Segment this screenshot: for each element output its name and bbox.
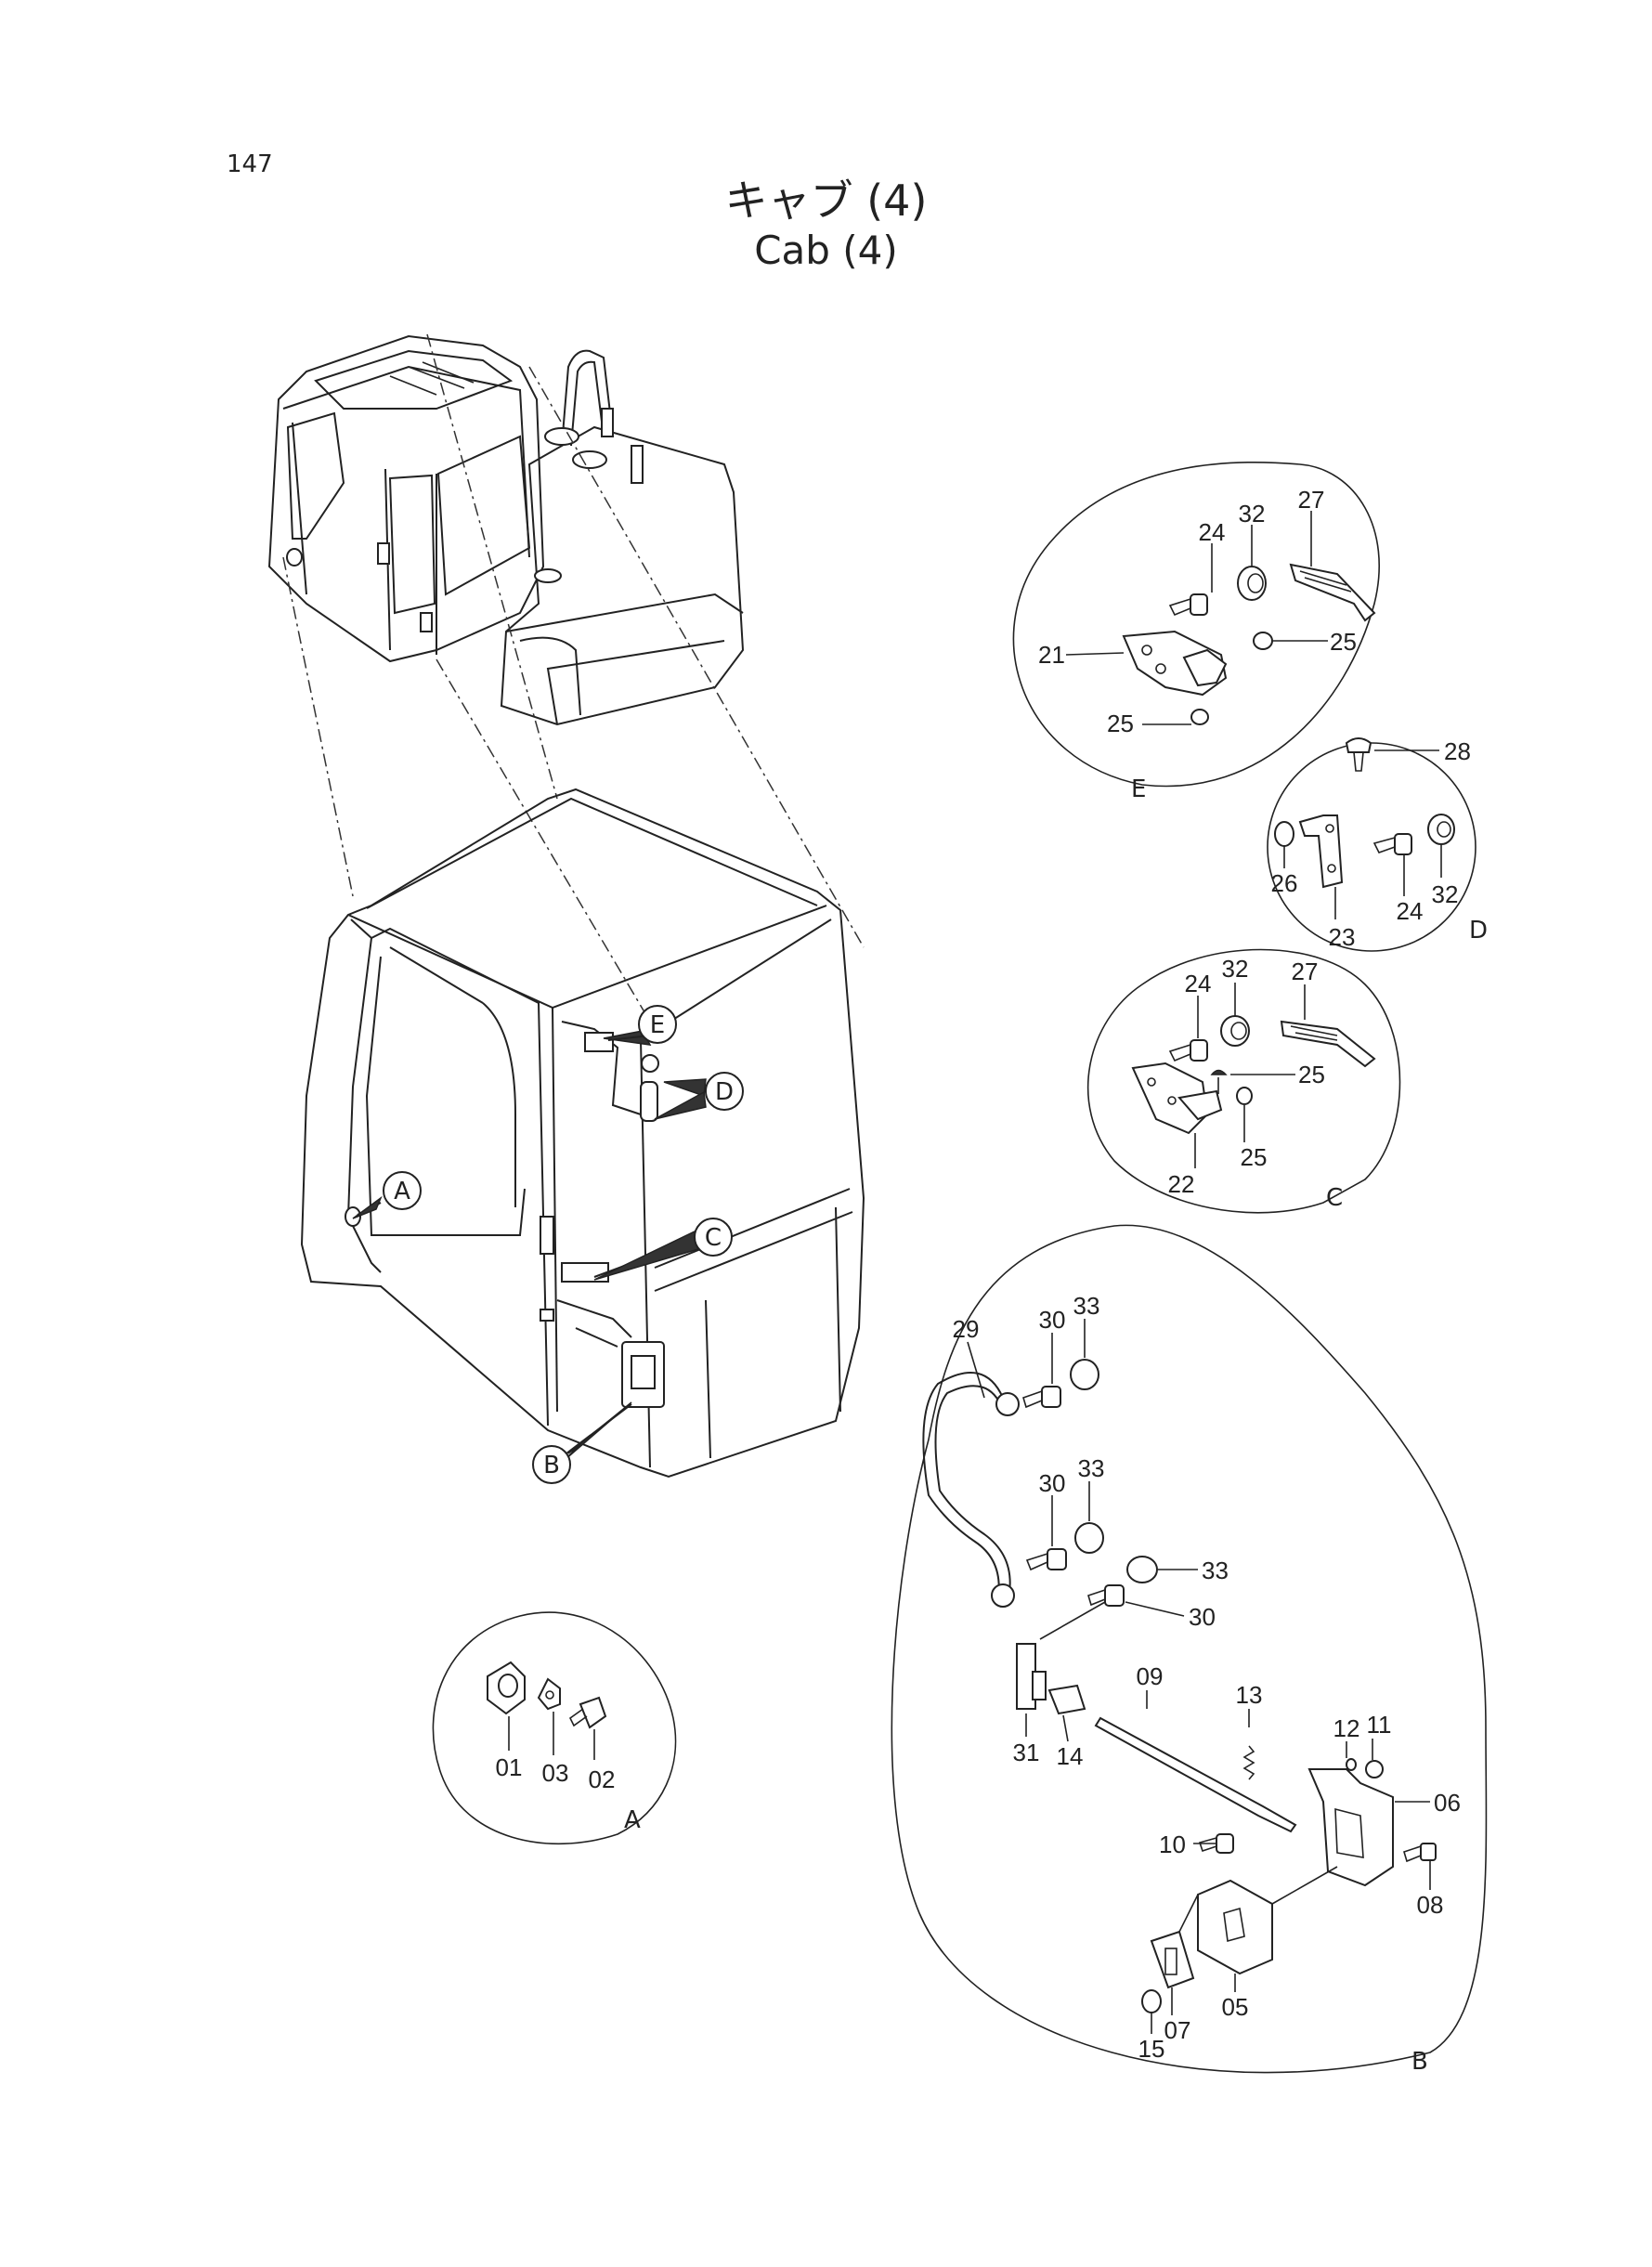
callout-E-letter: E: [650, 1011, 665, 1039]
label-30b: 30: [1039, 1469, 1066, 1497]
label-08: 08: [1417, 1891, 1444, 1919]
label-15: 15: [1138, 2035, 1165, 2063]
cab-enlarged-drawing: [300, 788, 865, 1479]
label-30a: 30: [1039, 1306, 1066, 1334]
title-japanese: キャブ (4): [724, 176, 928, 226]
label-02: 02: [589, 1765, 616, 1793]
label-27: 27: [1298, 486, 1325, 514]
callout-B: B: [532, 1401, 632, 1484]
label-32: 32: [1239, 500, 1266, 528]
label-24-D: 24: [1397, 897, 1424, 925]
callout-D: D: [654, 1072, 744, 1120]
detail-view-D: 28 26 24 32 23 D: [1267, 737, 1488, 952]
label-10: 10: [1159, 1831, 1186, 1858]
label-32-D: 32: [1432, 880, 1459, 908]
detail-B-letter: B: [1411, 2048, 1428, 2076]
label-22: 22: [1168, 1170, 1195, 1198]
label-32-C: 32: [1222, 955, 1249, 983]
label-24: 24: [1199, 518, 1226, 546]
label-33b: 33: [1078, 1454, 1105, 1482]
detail-view-E: 24 32 27 25 21 25 E: [1012, 461, 1380, 803]
label-23: 23: [1329, 923, 1356, 951]
callout-E: E: [603, 1005, 677, 1046]
callout-A: A: [352, 1171, 422, 1219]
title-english: Cab (4): [754, 228, 898, 273]
label-09: 09: [1137, 1662, 1164, 1690]
callout-C-letter: C: [705, 1224, 722, 1252]
label-30c: 30: [1189, 1603, 1216, 1631]
label-27-C: 27: [1292, 958, 1319, 985]
label-33a: 33: [1073, 1292, 1100, 1320]
label-24-C: 24: [1185, 970, 1212, 997]
label-06: 06: [1434, 1789, 1461, 1817]
label-29: 29: [953, 1315, 980, 1343]
label-14: 14: [1057, 1742, 1084, 1770]
label-25b: 25: [1107, 710, 1134, 737]
label-25-C2: 25: [1241, 1143, 1268, 1171]
label-01: 01: [496, 1753, 523, 1781]
detail-C-letter: C: [1326, 1184, 1343, 1212]
detail-view-C: 24 32 27 25 22 25 C: [1086, 948, 1401, 1214]
callout-D-letter: D: [715, 1078, 734, 1106]
page-number: 147: [227, 150, 273, 178]
label-13: 13: [1236, 1681, 1263, 1709]
callout-C: C: [593, 1218, 733, 1281]
detail-view-A: 01 03 02 A: [432, 1611, 677, 1845]
label-31: 31: [1013, 1739, 1040, 1766]
callout-B-letter: B: [543, 1452, 560, 1479]
label-21: 21: [1038, 641, 1065, 669]
callout-A-letter: A: [394, 1178, 410, 1205]
label-33c: 33: [1202, 1557, 1229, 1584]
detail-D-letter: D: [1469, 917, 1488, 945]
label-26: 26: [1271, 869, 1298, 897]
detail-E-letter: E: [1131, 775, 1146, 803]
label-25: 25: [1330, 628, 1357, 656]
label-25-C: 25: [1298, 1061, 1325, 1088]
detail-view-B: 29 30 33 30 33 33 30 09 13 12 11 31 14 0…: [891, 1224, 1488, 2076]
detail-A-letter: A: [624, 1806, 641, 1834]
label-12: 12: [1333, 1714, 1360, 1742]
label-05: 05: [1222, 1993, 1249, 2021]
label-07: 07: [1164, 2016, 1191, 2044]
label-03: 03: [542, 1759, 569, 1787]
label-11: 11: [1367, 1711, 1392, 1739]
excavator-overview-drawing: [267, 333, 865, 1023]
label-28: 28: [1444, 737, 1471, 765]
